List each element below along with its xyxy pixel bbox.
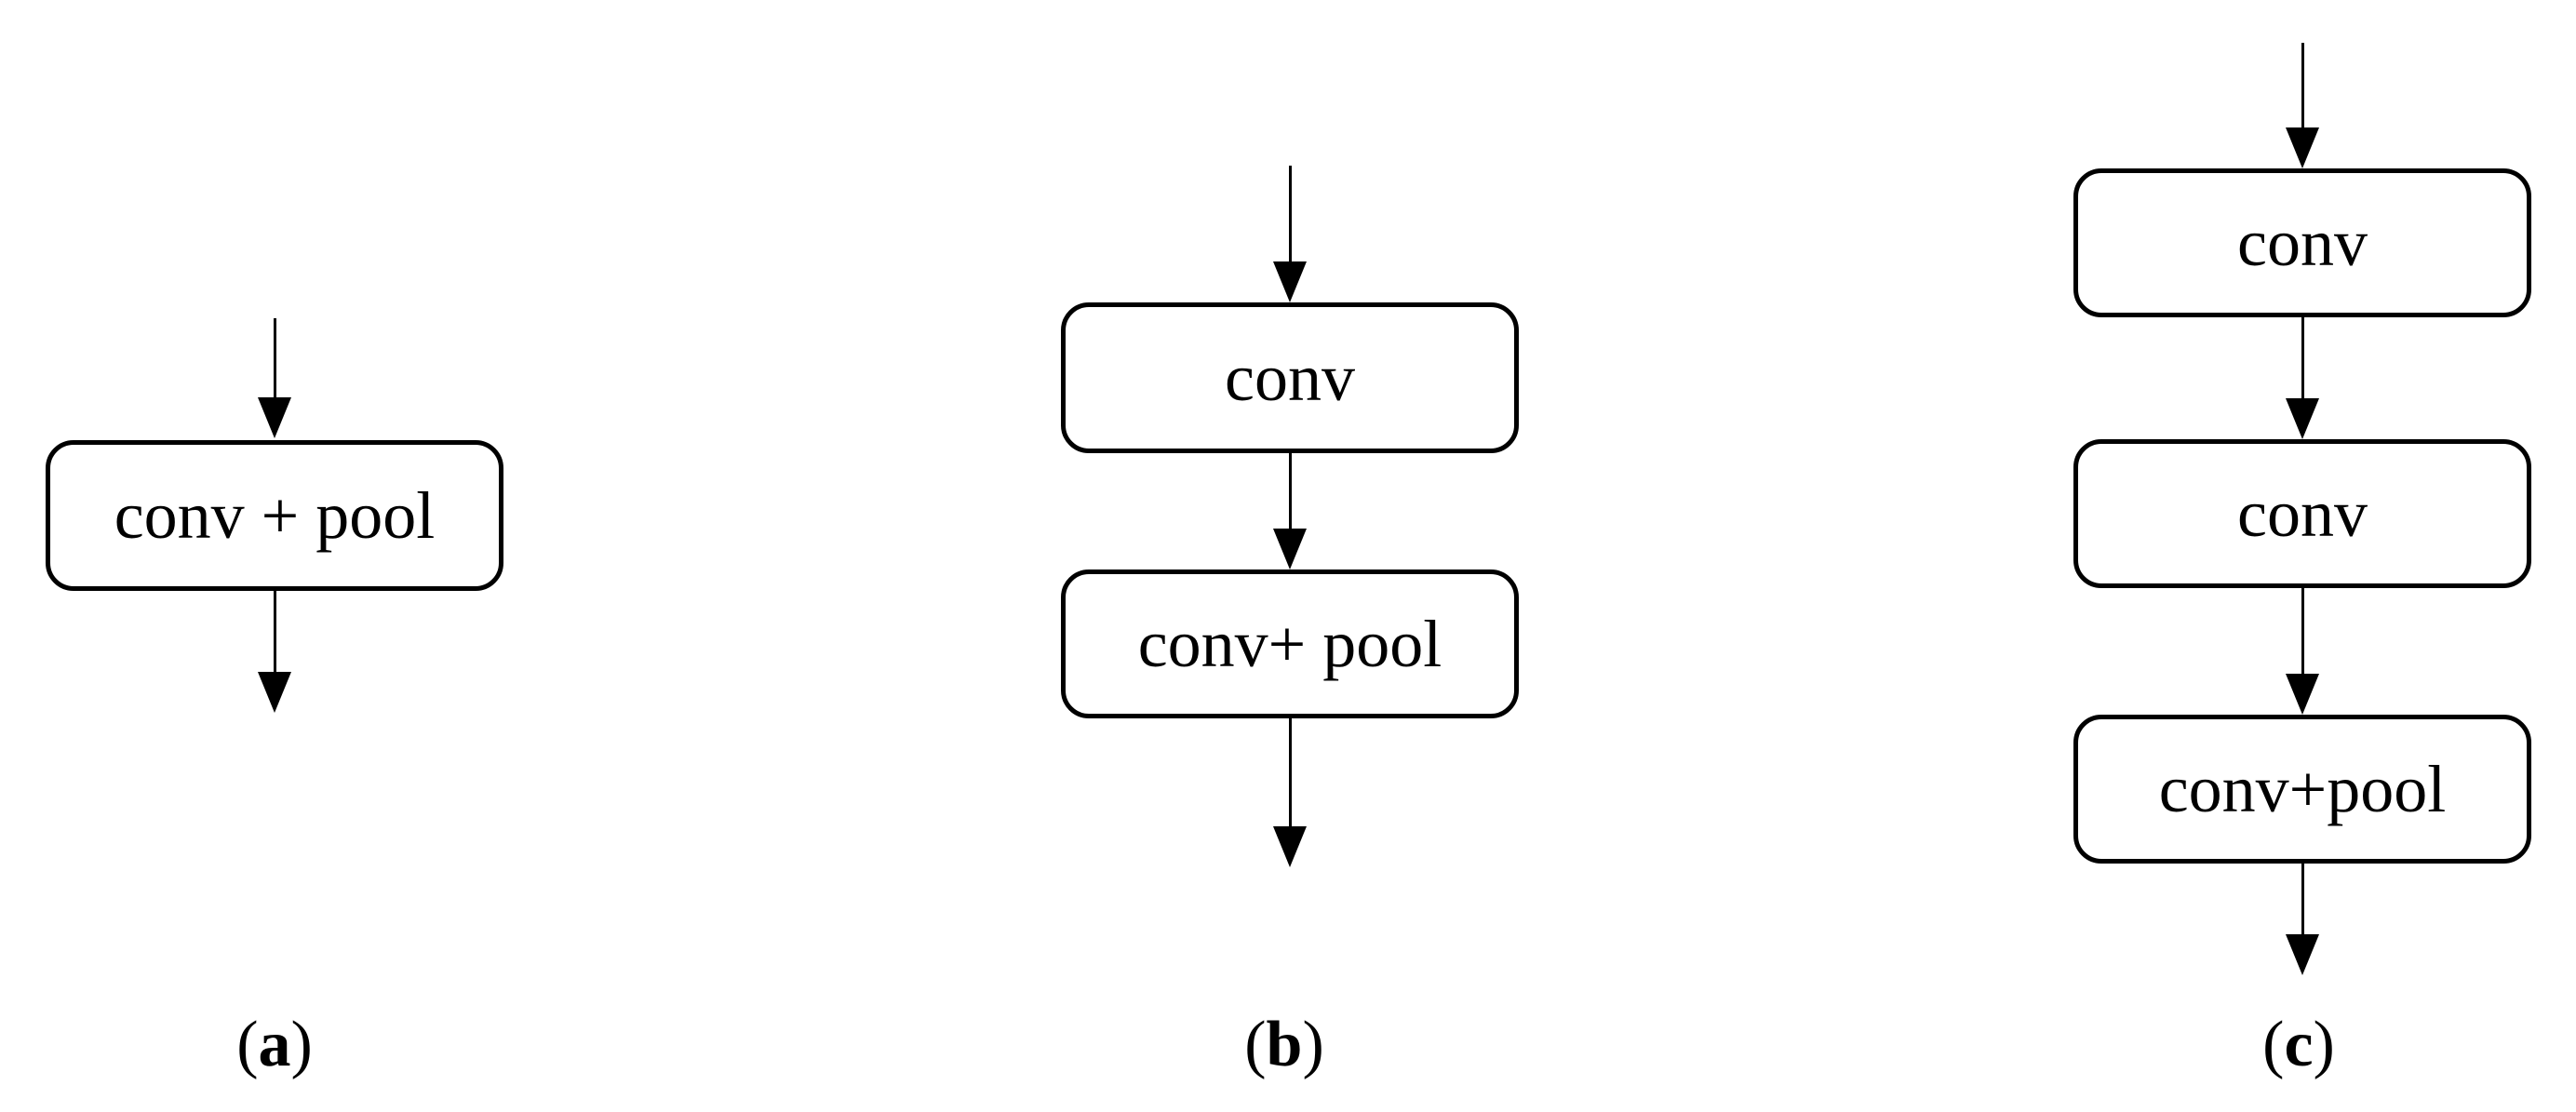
arrow-shaft: [273, 591, 276, 672]
node-conv-pool: conv+pool: [2073, 715, 2531, 864]
arrow-shaft: [1288, 166, 1292, 261]
arrow-head-icon: [258, 397, 291, 438]
caption-label-c: (c): [2262, 1012, 2335, 1078]
arrow-shaft: [2301, 317, 2304, 398]
node-label: conv: [2237, 206, 2368, 280]
arrow-head-icon: [2286, 674, 2319, 715]
arrow-head-icon: [2286, 398, 2319, 439]
node-label: conv+ pool: [1137, 607, 1442, 681]
arrow-head-icon: [2286, 127, 2319, 168]
flow-arrow-down: [256, 318, 293, 438]
node-conv: conv: [2073, 168, 2531, 317]
caption-label-a: (a): [236, 1012, 313, 1078]
node-label: conv+pool: [2158, 752, 2447, 826]
node-conv: conv: [1061, 302, 1519, 453]
flow-arrow-down: [2284, 864, 2321, 975]
caption-letter: a: [258, 1009, 291, 1080]
arrow-shaft: [2301, 43, 2304, 127]
caption-paren-close: ): [2313, 1009, 2335, 1080]
caption-letter: b: [1266, 1009, 1303, 1080]
arrow-head-icon: [1273, 826, 1307, 867]
flow-arrow-down: [2284, 43, 2321, 168]
arrow-head-icon: [258, 672, 291, 713]
flow-arrow-down: [1271, 718, 1308, 867]
caption-paren-close: ): [290, 1009, 313, 1080]
arrow-shaft: [1288, 718, 1292, 826]
arrow-shaft: [1288, 453, 1292, 529]
arrow-head-icon: [1273, 529, 1307, 569]
flow-arrow-down: [2284, 317, 2321, 439]
flow-arrow-down: [2284, 588, 2321, 715]
node-conv-pool: conv+ pool: [1061, 569, 1519, 718]
caption-paren-open: (: [236, 1009, 259, 1080]
arrow-shaft: [2301, 864, 2304, 934]
caption-label-b: (b): [1244, 1012, 1324, 1078]
flow-arrow-down: [256, 591, 293, 713]
caption-paren-open: (: [2262, 1009, 2285, 1080]
node-conv-pool: conv + pool: [46, 440, 503, 591]
node-label: conv: [2237, 476, 2368, 551]
arrow-shaft: [2301, 588, 2304, 674]
caption-letter: c: [2284, 1009, 2314, 1080]
arrow-head-icon: [2286, 934, 2319, 975]
caption-paren-close: ): [1302, 1009, 1324, 1080]
node-conv: conv: [2073, 439, 2531, 588]
flow-arrow-down: [1271, 166, 1308, 302]
flow-arrow-down: [1271, 453, 1308, 569]
arrow-shaft: [273, 318, 276, 397]
node-label: conv + pool: [114, 478, 436, 553]
caption-paren-open: (: [1244, 1009, 1267, 1080]
arrow-head-icon: [1273, 261, 1307, 302]
node-label: conv: [1225, 341, 1355, 415]
